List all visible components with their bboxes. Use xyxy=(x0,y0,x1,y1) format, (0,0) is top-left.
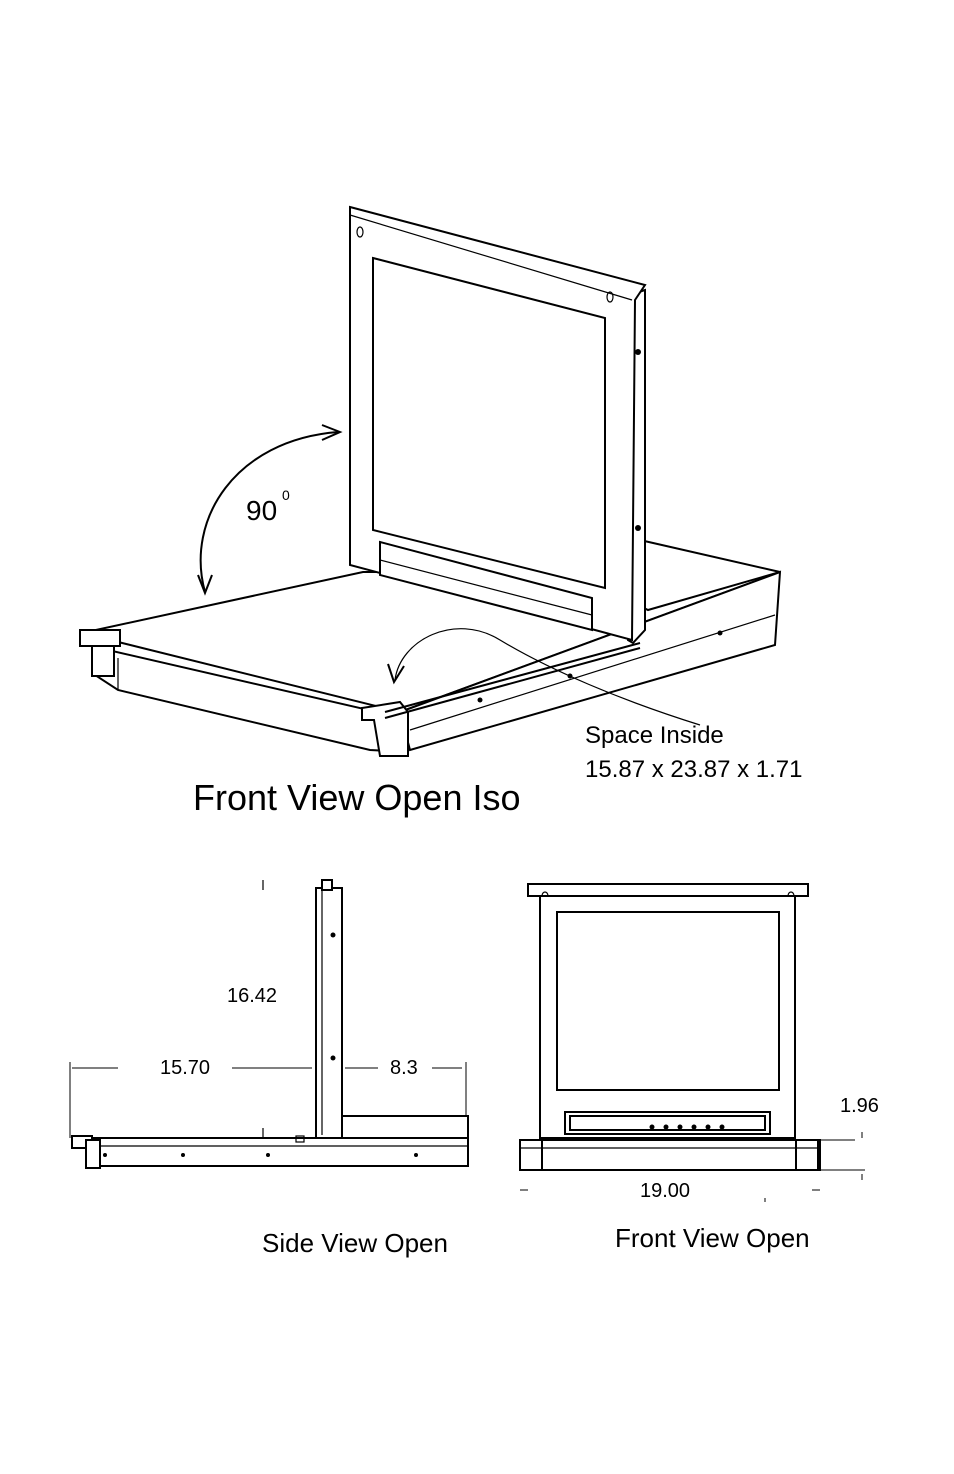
side-view-caption: Side View Open xyxy=(262,1228,448,1258)
side-rear-box xyxy=(342,1116,468,1138)
iso-view-caption: Front View Open Iso xyxy=(193,777,521,818)
front-view-caption: Front View Open xyxy=(615,1223,810,1253)
front-width-dim: 19.00 xyxy=(640,1180,690,1202)
space-inside-title: Space Inside xyxy=(585,722,724,749)
front-screen xyxy=(557,912,779,1090)
iso-view: 90 0 Space Inside 15.87 x 23.87 x 1.71 F… xyxy=(80,207,803,818)
side-depth-dim: 15.70 xyxy=(160,1057,210,1079)
front-tray xyxy=(520,1140,820,1170)
side-tray xyxy=(86,1138,468,1166)
front-height-dim: 1.96 xyxy=(840,1095,879,1117)
front-view: 1.96 19.00 Front View Open xyxy=(520,884,879,1253)
side-height-dim: 16.42 xyxy=(227,985,277,1007)
space-inside-dims: 15.87 x 23.87 x 1.71 xyxy=(585,756,803,783)
side-monitor xyxy=(316,888,342,1138)
angle-degree-mark: 0 xyxy=(282,487,290,503)
front-top-cap xyxy=(528,884,808,896)
side-rear-dim: 8.3 xyxy=(390,1057,418,1079)
side-view: 15.70 8.3 16.42 Side View Open xyxy=(70,880,468,1258)
iso-left-latch xyxy=(80,630,120,646)
angle-label: 90 xyxy=(246,495,277,526)
